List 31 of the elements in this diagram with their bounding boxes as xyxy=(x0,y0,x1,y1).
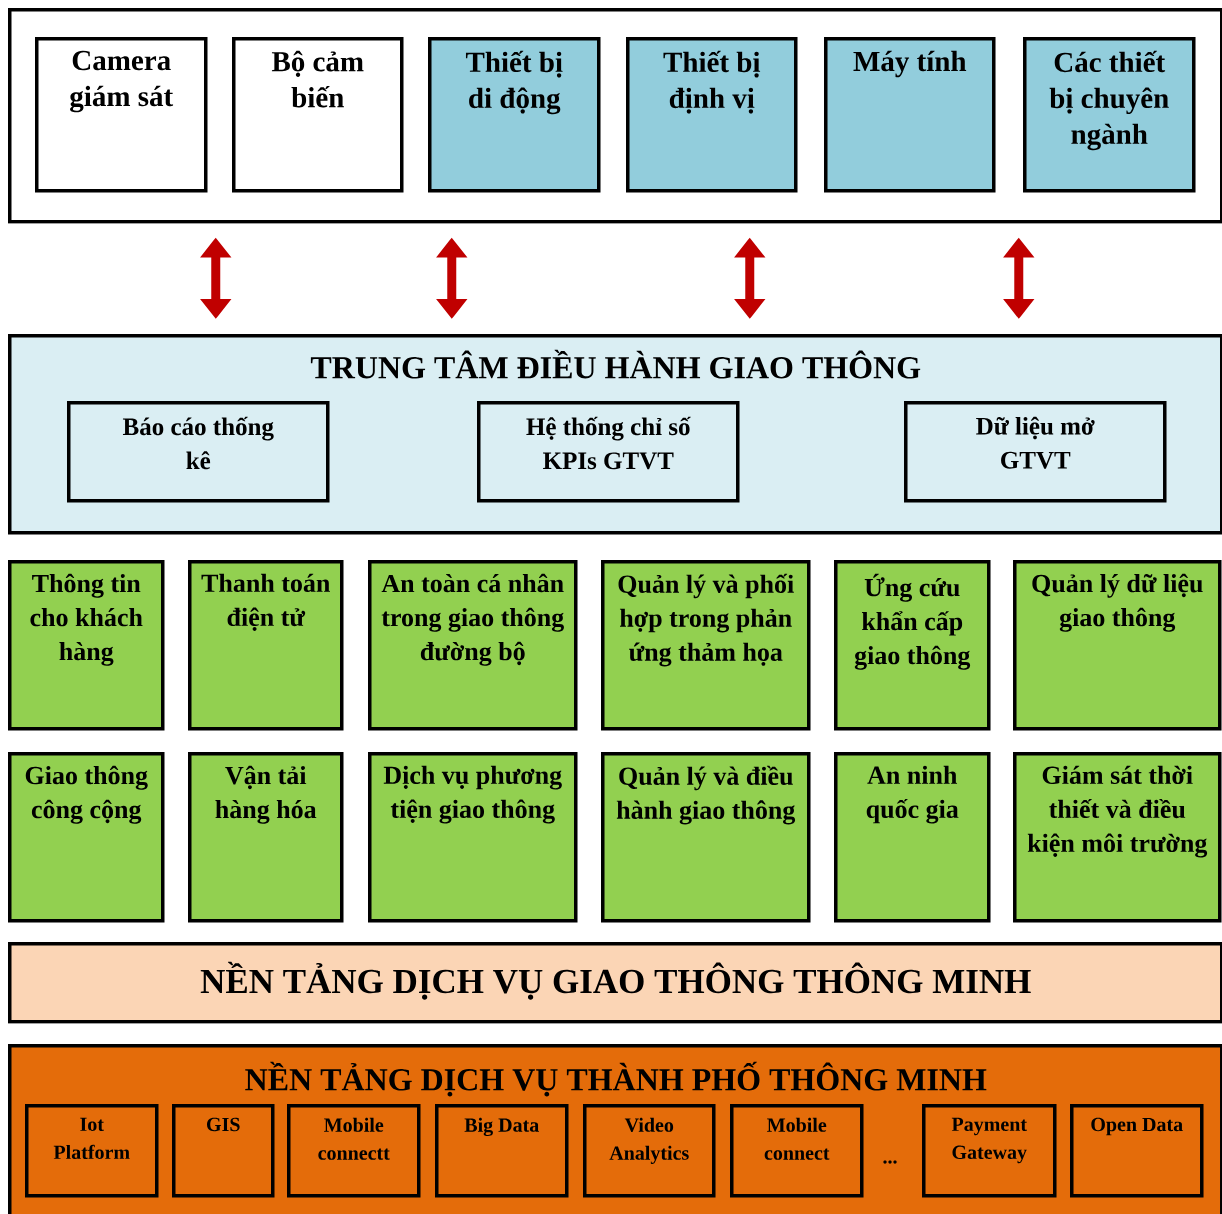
service-box: Giám sát thời thiết và điều kiện môi trường xyxy=(1013,752,1222,923)
service-box: Vận tải hàng hóa xyxy=(188,752,344,923)
service-box: An ninh quốc gia xyxy=(834,752,991,923)
service-box: Thanh toán điện tử xyxy=(188,560,344,731)
device-box: Camera giám sát xyxy=(35,37,208,193)
component-box: Video Analytics xyxy=(583,1104,716,1198)
service-box: Quản lý và điều hành giao thông xyxy=(601,752,811,923)
component-box: Mobile connect xyxy=(730,1104,864,1198)
device-box: Thiết bị di động xyxy=(428,37,601,193)
component-box: Mobile connectt xyxy=(287,1104,421,1198)
device-box: Các thiết bị chuyên ngành xyxy=(1023,37,1196,193)
service-box: Ứng cứu khẩn cấp giao thông xyxy=(834,560,991,731)
component-box: GIS xyxy=(172,1104,275,1198)
device-box: Máy tính xyxy=(824,37,996,193)
service-box: Quản lý dữ liệu giao thông xyxy=(1013,560,1222,731)
component-box: Payment Gateway xyxy=(922,1104,1057,1198)
service-box: An toàn cá nhân trong giao thông đường bộ xyxy=(368,560,578,731)
device-box: Bộ cảm biến xyxy=(232,37,404,193)
ellipsis: ... xyxy=(883,1160,897,1164)
component-box: Big Data xyxy=(435,1104,569,1198)
device-box: Thiết bị định vị xyxy=(626,37,798,193)
component-box: Open Data xyxy=(1070,1104,1204,1198)
platform-band: NỀN TẢNG DỊCH VỤ GIAO THÔNG THÔNG MINH xyxy=(8,942,1222,1024)
module-box: Hệ thống chỉ số KPIs GTVT xyxy=(477,401,740,503)
service-box: Dịch vụ phương tiện giao thông xyxy=(368,752,578,923)
service-box: Thông tin cho khách hàng xyxy=(8,560,165,731)
service-box: Giao thông công cộng xyxy=(8,752,165,923)
module-box: Báo cáo thống kê xyxy=(67,401,330,503)
component-box: Iot Platform xyxy=(25,1104,159,1198)
service-box: Quản lý và phối hợp trong phản ứng thảm họa xyxy=(601,560,811,731)
module-box: Dữ liệu mở GTVT xyxy=(904,401,1167,503)
